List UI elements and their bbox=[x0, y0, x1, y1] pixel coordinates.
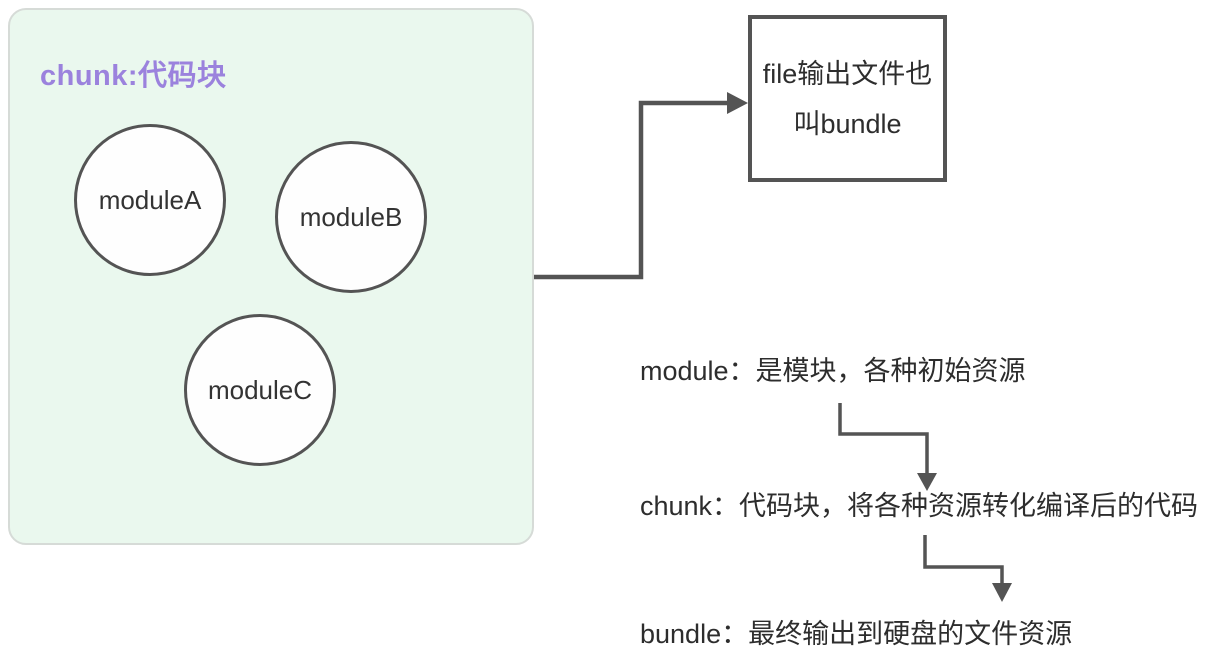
definition-module: module：是模块，各种初始资源 bbox=[640, 356, 1026, 386]
arrow-chunk-group-to-bundle-line bbox=[534, 100, 729, 280]
module-a-node: moduleA bbox=[74, 124, 226, 276]
module-c-node: moduleC bbox=[184, 314, 336, 466]
bundle-box-line1: file输出文件也 bbox=[762, 58, 933, 89]
arrow-module-to-chunk-line bbox=[838, 403, 929, 476]
arrow-chunk-to-bundle-line bbox=[923, 535, 1004, 586]
arrow-chunk-group-to-bundle-head bbox=[727, 92, 748, 114]
bundle-box-line2: 叫bundle bbox=[793, 108, 902, 139]
arrow-chunk-to-bundle-head bbox=[992, 583, 1012, 602]
bundle-output-box: file输出文件也 叫bundle bbox=[748, 15, 947, 182]
arrow-module-to-chunk-head bbox=[917, 473, 937, 491]
module-b-node: moduleB bbox=[275, 141, 427, 293]
module-c-label: moduleC bbox=[207, 374, 313, 405]
module-a-label: moduleA bbox=[98, 184, 202, 215]
chunk-group-title: chunk:代码块 bbox=[40, 60, 227, 92]
module-b-label: moduleB bbox=[299, 201, 403, 232]
definition-chunk: chunk：代码块，将各种资源转化编译后的代码 bbox=[640, 491, 1199, 521]
definition-bundle: bundle：最终输出到硬盘的文件资源 bbox=[640, 619, 1073, 649]
